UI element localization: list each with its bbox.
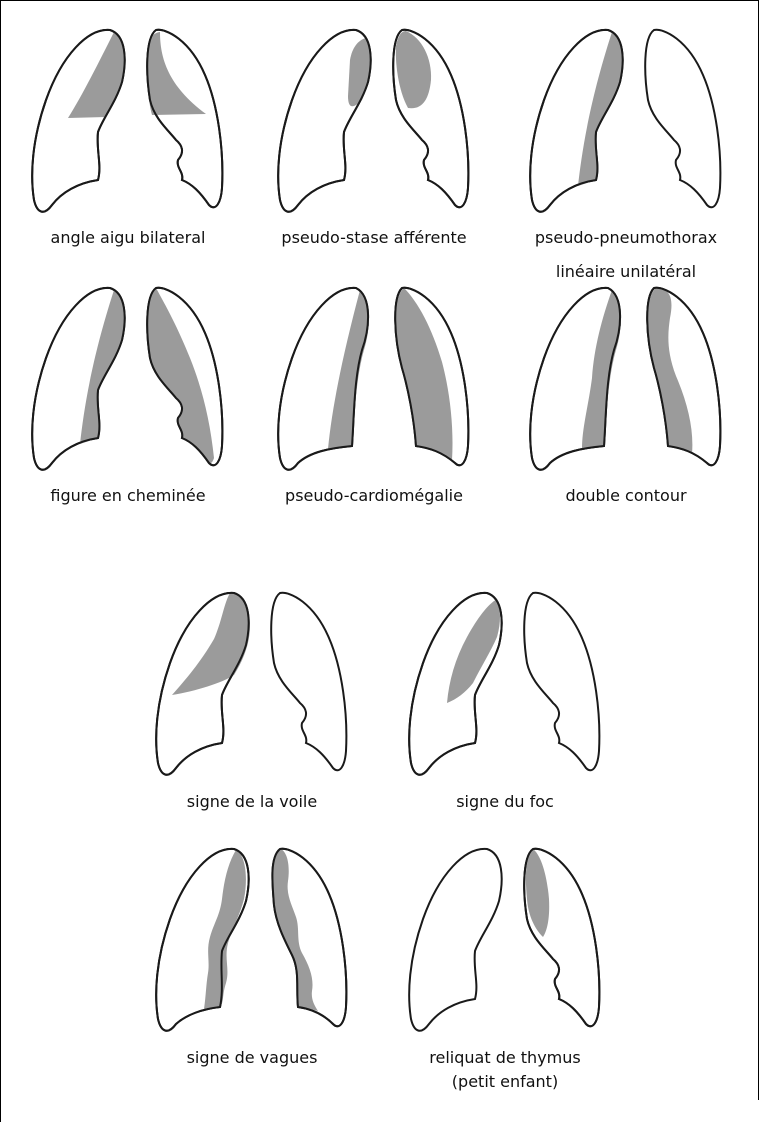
panel-angle-aigu: [32, 30, 222, 212]
panel-label: pseudo-pneumothorax linéaire unilatéral: [498, 226, 754, 284]
panel-label: signe du foc: [377, 790, 633, 814]
panel-label: reliquat de thymus (petit enfant): [377, 1046, 633, 1094]
panel-pseudo-pneumothorax: [530, 30, 720, 212]
panel-double-contour: [530, 288, 720, 470]
panel-label: figure en cheminée: [0, 484, 256, 508]
panel-thymus: [409, 849, 599, 1031]
panel-voile: [156, 593, 346, 775]
panel-pseudo-stase: [278, 30, 468, 212]
panel-label: signe de vagues: [124, 1046, 380, 1070]
panel-vagues: [156, 849, 346, 1031]
panel-label: signe de la voile: [124, 790, 380, 814]
right-lung-outline: [409, 849, 501, 1031]
panel-cardiomegalie: [278, 288, 468, 470]
panel-cheminee: [32, 288, 222, 470]
panel-label: pseudo-cardiomégalie: [246, 484, 502, 508]
panel-label: pseudo-stase afférente: [246, 226, 502, 250]
left-lung-outline: [271, 593, 346, 771]
panel-foc: [409, 593, 599, 775]
left-lung-outline: [524, 593, 599, 771]
panel-label: angle aigu bilateral: [0, 226, 256, 250]
panel-label: double contour: [498, 484, 754, 508]
left-lung-outline: [645, 30, 720, 208]
